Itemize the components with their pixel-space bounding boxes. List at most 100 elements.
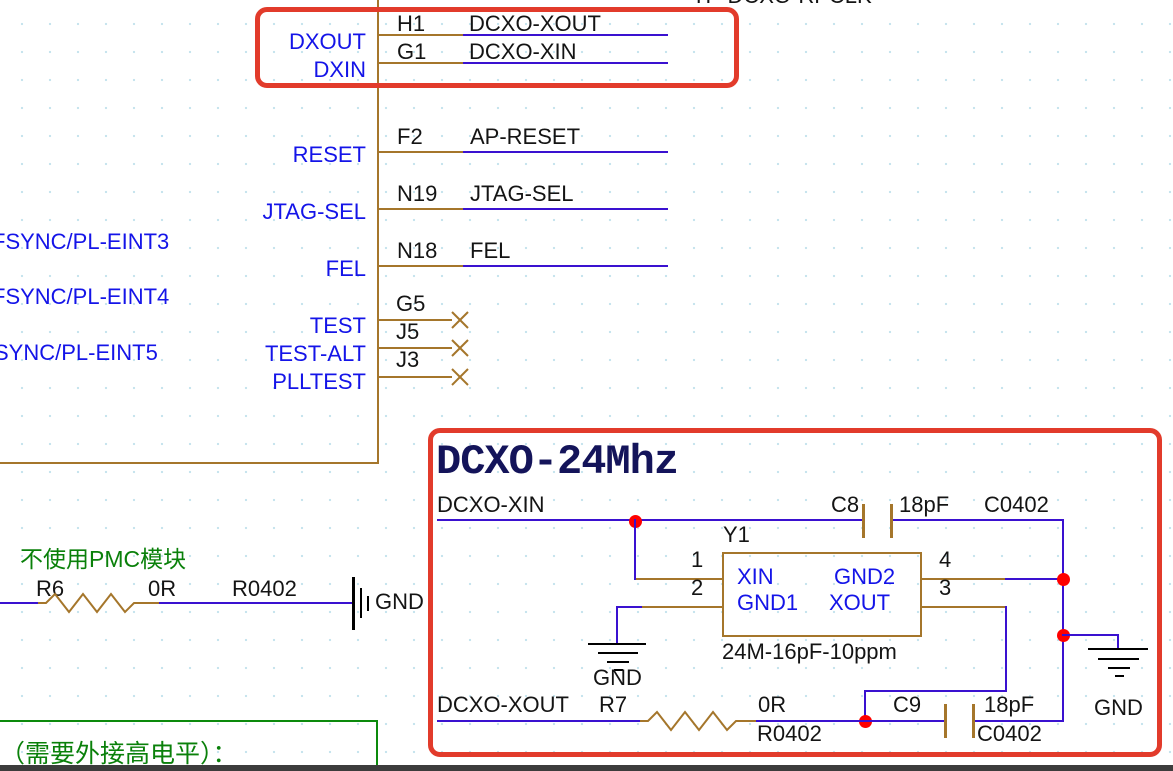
gnd-symbol-bar[interactable] (352, 577, 355, 630)
gnd-label-left[interactable]: GND (593, 665, 642, 690)
ic-pin-number-n19[interactable]: N19 (397, 181, 438, 206)
c8-value[interactable]: 18pF (899, 492, 950, 517)
no-connect-x-icon[interactable] (450, 367, 470, 387)
gnd-symbol-bar[interactable] (598, 652, 638, 654)
pin-stub[interactable] (378, 62, 463, 64)
y1-crystal-body[interactable] (722, 552, 922, 637)
wire-gnd-tap[interactable] (1062, 634, 1119, 636)
wire-xin-drop[interactable] (634, 519, 636, 580)
wire-r7-to-c9[interactable] (756, 720, 944, 722)
wire-xout-drop[interactable] (1005, 606, 1007, 692)
pin-stub[interactable] (378, 265, 463, 267)
ic-pin-name-dxout[interactable]: DXOUT (289, 29, 366, 54)
net-label-dcxo-xin[interactable]: DCXO-XIN (469, 39, 577, 64)
y1-value[interactable]: 24M-16pF-10ppm (722, 639, 897, 664)
wire-fel[interactable] (463, 265, 668, 267)
c8-capacitor-plate[interactable] (890, 504, 893, 538)
junction-dot[interactable] (1057, 573, 1070, 586)
ic-pin-number-g5[interactable]: G5 (396, 291, 426, 316)
annotation-box-dxout-dxin[interactable] (255, 7, 739, 88)
c9-capacitor-plate[interactable] (972, 704, 975, 738)
wire-gnd2[interactable] (1005, 578, 1063, 580)
gnd-symbol-bar[interactable] (1088, 648, 1148, 650)
pin-stub[interactable] (378, 34, 463, 36)
gnd-symbol-bar[interactable] (367, 596, 369, 611)
y1-pin1-stub[interactable] (636, 578, 722, 580)
ic-pin-name-test-alt[interactable]: TEST-ALT (264, 341, 366, 366)
net-label-jtag-sel[interactable]: JTAG-SEL (470, 181, 574, 206)
pin-stub[interactable] (378, 347, 452, 349)
wire-jtag-sel[interactable] (463, 208, 668, 210)
wire-r6-to-gnd[interactable] (159, 602, 353, 604)
r6-footprint[interactable]: R0402 (232, 576, 297, 601)
ic-pin-number-h1[interactable]: H1 (397, 11, 426, 36)
net-label-fel[interactable]: FEL (470, 238, 511, 263)
wire-gnd1[interactable] (616, 606, 642, 608)
gnd-symbol-bar[interactable] (1098, 658, 1139, 660)
pin-stub[interactable] (378, 151, 463, 153)
wire-dcxo-xin[interactable] (463, 62, 668, 64)
wire-xout-net[interactable] (437, 720, 640, 722)
wire-xout-to-junction[interactable] (864, 690, 866, 722)
ic-pin-number-n18[interactable]: N18 (397, 238, 438, 263)
ic-pin-number-j3[interactable]: J3 (396, 347, 420, 372)
ic-pin-number-f2[interactable]: F2 (397, 124, 423, 149)
no-connect-x-icon[interactable] (450, 310, 470, 330)
gnd-symbol-bar[interactable] (360, 588, 362, 618)
net-label-ap-reset[interactable]: AP-RESET (470, 124, 581, 149)
wire-ap-reset[interactable] (463, 151, 668, 153)
gnd-symbol-bar[interactable] (588, 643, 646, 645)
ic-pin-name-plltest[interactable]: PLLTEST (272, 369, 366, 394)
wire-dcxo-xout[interactable] (463, 34, 668, 36)
gnd-symbol-bar[interactable] (1115, 675, 1124, 677)
ic-pin-number-g1[interactable]: G1 (397, 39, 427, 64)
c8-capacitor-plate[interactable] (862, 504, 865, 538)
ic-pin-name-jtag-sel[interactable]: JTAG-SEL (262, 199, 366, 224)
wire-gnd1-drop[interactable] (616, 606, 618, 644)
r7-resistor-symbol[interactable] (640, 709, 758, 733)
gnd-symbol-bar[interactable] (607, 661, 629, 663)
ic-pin-name-test[interactable]: TEST (309, 313, 366, 338)
no-connect-x-icon[interactable] (450, 338, 470, 358)
r6-value[interactable]: 0R (148, 576, 177, 601)
wire-xin[interactable] (437, 519, 863, 521)
wire-r6-left[interactable] (0, 602, 38, 604)
annotation-box-dcxo-circuit[interactable] (428, 428, 1162, 757)
ic-pin-label-fsync-pl-eint4[interactable]: FSYNC/PL-EINT4 (0, 284, 170, 309)
ic-body-right-edge[interactable] (377, 0, 379, 464)
ic-pin-name-dxin[interactable]: DXIN (313, 57, 366, 82)
net-label-dcxo-xin-2[interactable]: DCXO-XIN (437, 492, 545, 517)
ic-pin-number-j5[interactable]: J5 (396, 319, 420, 344)
c8-footprint[interactable]: C0402 (984, 492, 1049, 517)
net-label-dcxo-xout-2[interactable]: DCXO-XOUT (437, 692, 569, 717)
y1-pin4-stub[interactable] (921, 578, 1005, 580)
c9-footprint[interactable]: C0402 (977, 721, 1042, 746)
wire-c9-to-gnd-trunk[interactable] (975, 720, 1063, 722)
pin-stub[interactable] (378, 208, 463, 210)
pin-stub[interactable] (378, 319, 452, 321)
pin-stub[interactable] (378, 376, 452, 378)
r7-designator[interactable]: R7 (599, 692, 628, 717)
y1-designator[interactable]: Y1 (723, 522, 750, 547)
ic-pin-name-reset[interactable]: RESET (292, 142, 366, 167)
gnd-label-r6[interactable]: GND (375, 589, 424, 614)
ic-pin-name-fel[interactable]: FEL (325, 256, 366, 281)
r6-designator[interactable]: R6 (36, 576, 65, 601)
wire-c8-to-gnd-trunk[interactable] (893, 519, 1063, 521)
y1-pin2-stub[interactable] (640, 606, 722, 608)
gnd-symbol-bar[interactable] (1108, 667, 1130, 669)
wire-xout-horizontal[interactable] (864, 690, 1007, 692)
r6-resistor-symbol[interactable] (38, 591, 160, 615)
wire-gnd-tap-drop[interactable] (1117, 634, 1119, 649)
c9-designator[interactable]: C9 (893, 692, 922, 717)
c9-value[interactable]: 18pF (984, 692, 1035, 717)
c9-capacitor-plate[interactable] (944, 704, 947, 738)
y1-pin3-stub[interactable] (921, 606, 1005, 608)
net-label-tp-dcxo-rpclk[interactable]: TP-DCXO-RPCLK (692, 0, 872, 7)
gnd-label-right[interactable]: GND (1094, 695, 1143, 720)
c8-designator[interactable]: C8 (831, 492, 860, 517)
net-label-dcxo-xout[interactable]: DCXO-XOUT (469, 11, 601, 36)
ic-pin-label-fsync-pl-eint3[interactable]: FSYNC/PL-EINT3 (0, 229, 170, 254)
ic-body-bottom-edge[interactable] (0, 462, 379, 464)
gnd-symbol-bar[interactable] (614, 669, 623, 671)
